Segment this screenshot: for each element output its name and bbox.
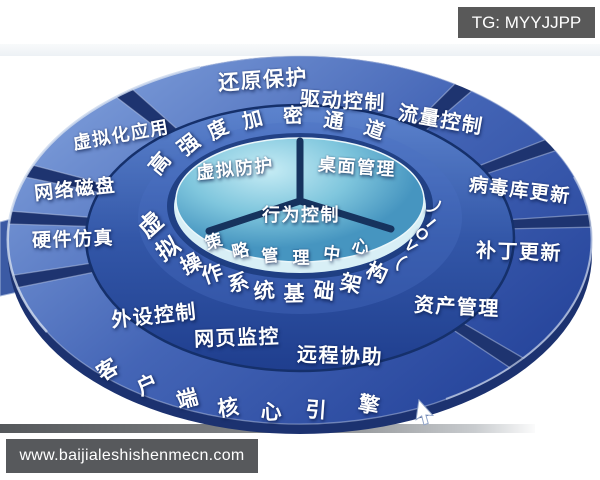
rim-highlight-right — [445, 176, 593, 400]
label-driver-control: 驱动控制 — [299, 88, 387, 115]
label-web-monitoring: 网页监控 — [193, 326, 281, 351]
url-badge: www.baijialeshishenmecn.com — [6, 439, 258, 473]
cursor-arrow-icon — [415, 398, 435, 426]
background-strip-top — [0, 44, 600, 56]
label-asset-management: 资产管理 — [413, 294, 501, 321]
label-remote-assistance: 远程协助 — [296, 344, 384, 369]
watermark-badge-text: TG: MYYJJPP — [471, 12, 582, 32]
label-behavior-control: 行为控制 — [262, 205, 340, 225]
label-patch-update: 补丁更新 — [475, 240, 563, 265]
url-badge-text: www.baijialeshishenmecn.com — [19, 447, 245, 464]
label-hardware-emulation: 硬件仿真 — [31, 228, 115, 252]
pie-dividers — [205, 137, 395, 235]
watermark-badge: TG: MYYJJPP — [458, 7, 595, 38]
label-desktop-management: 桌面管理 — [317, 154, 397, 180]
label-restore-protection: 还原保护 — [217, 65, 309, 96]
rim-highlight-left — [6, 65, 201, 333]
